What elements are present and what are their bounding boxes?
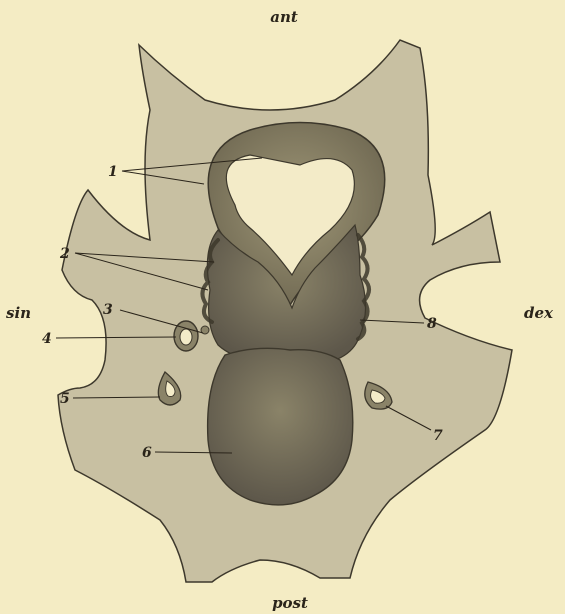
structure-4-lumen	[180, 329, 192, 345]
label-4: 4	[42, 331, 52, 347]
label-6: 6	[142, 445, 152, 461]
label-1: 1	[108, 164, 118, 180]
label-7: 7	[433, 428, 443, 444]
label-8: 8	[427, 316, 437, 332]
structure-6-body	[208, 348, 353, 505]
label-3: 3	[103, 302, 113, 318]
label-anterior: ant	[270, 8, 298, 26]
label-2: 2	[59, 246, 70, 262]
label-posterior: post	[272, 594, 308, 612]
label-left: sin	[6, 304, 31, 322]
label-5: 5	[60, 391, 70, 407]
label-right: dex	[524, 304, 554, 322]
